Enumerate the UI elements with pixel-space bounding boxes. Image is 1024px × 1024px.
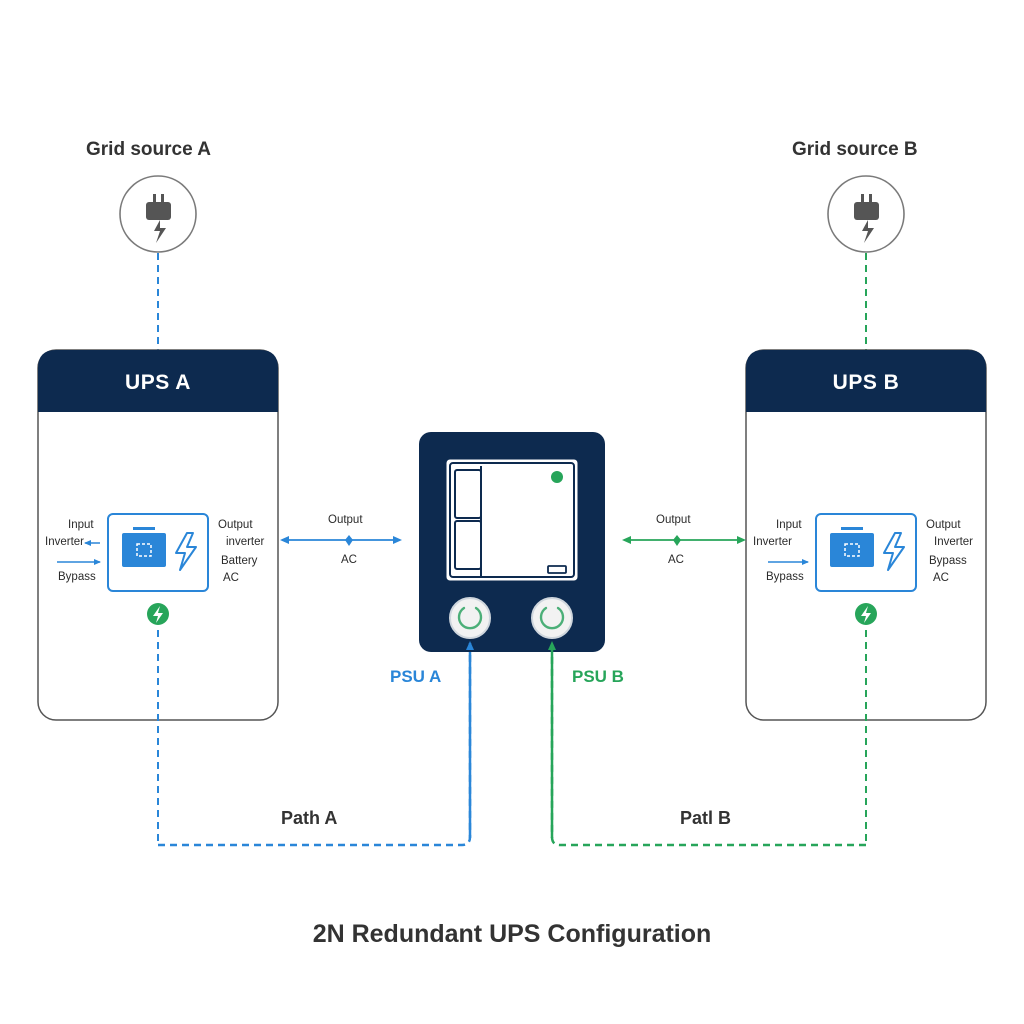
- psu-a-power-ring-icon: [449, 597, 491, 639]
- ups-a-label-inverter-out: inverter: [226, 536, 265, 548]
- ups-b-module-battery-lightning-icon: [815, 513, 917, 592]
- grid-source-a-label: Grid source A: [86, 139, 211, 160]
- ups-b-label-output: Output: [926, 519, 961, 531]
- grid-source-b-label: Grid source B: [792, 139, 918, 160]
- ups-b-label-bypass-out: Bypass: [929, 555, 967, 567]
- link-b-arrow: [622, 535, 746, 546]
- ups-b-label-ac: AC: [933, 572, 949, 584]
- ups-a-label-battery: Battery: [221, 555, 258, 567]
- ups-b-title: UPS B: [832, 371, 900, 394]
- psu-b-label: PSU B: [572, 667, 624, 686]
- link-a-arrow: [280, 535, 402, 546]
- ups-b-label-inverter-out: Inverter: [934, 536, 973, 548]
- ups-a-label-bypass: Bypass: [58, 571, 96, 583]
- ups-b-label-input: Input: [776, 519, 802, 531]
- ups-a-label-ac: AC: [223, 572, 239, 584]
- server-status-led: [551, 471, 563, 483]
- ups-a-module-battery-lightning-icon: [107, 513, 209, 592]
- grid-source-a-plug-icon: [119, 175, 197, 253]
- grid-source-b-plug-icon: [827, 175, 905, 253]
- link-b-top-label: Output: [656, 514, 691, 526]
- ups-a-status-lightning-badge-icon: [147, 603, 169, 625]
- path-b-label: Patl B: [680, 808, 732, 828]
- ups-a-title: UPS A: [125, 371, 191, 394]
- ups-a-label-output: Output: [218, 519, 253, 531]
- ups-b-status-lightning-badge-icon: [855, 603, 877, 625]
- psu-a-label: PSU A: [390, 667, 442, 686]
- ups-a-label-input: Input: [68, 519, 94, 531]
- link-a-top-label: Output: [328, 514, 363, 526]
- link-a-bottom-label: AC: [341, 554, 357, 566]
- ups-b-label-bypass: Bypass: [766, 571, 804, 583]
- psu-b-power-ring-icon: [531, 597, 573, 639]
- path-a-label: Path A: [281, 808, 338, 828]
- ups-b-label-inverter: Inverter: [753, 536, 792, 548]
- server-unit: [419, 432, 605, 652]
- link-b-bottom-label: AC: [668, 554, 684, 566]
- ups-a-label-inverter: Inverter: [45, 536, 84, 548]
- diagram-title: 2N Redundant UPS Configuration: [312, 920, 712, 948]
